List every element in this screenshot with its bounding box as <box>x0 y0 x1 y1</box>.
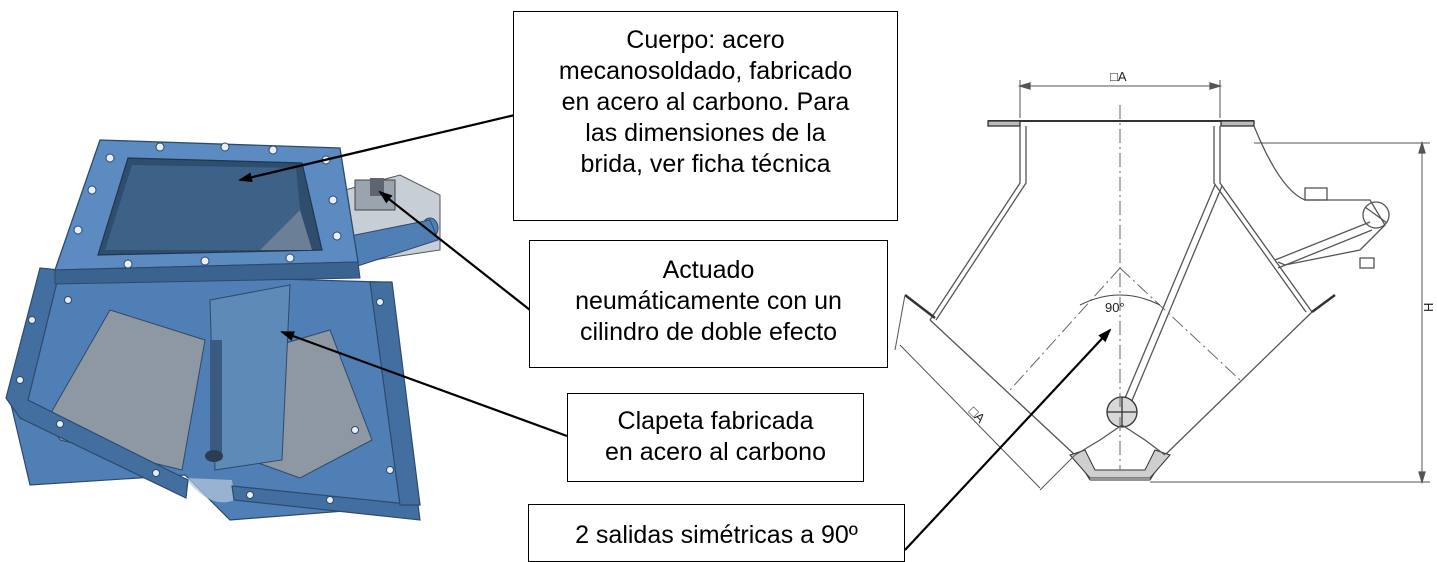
callout-actuator-line: neumáticamente con un <box>575 287 842 315</box>
callout-flap-line: en acero al carbono <box>605 438 826 466</box>
callout-flap-line: Clapeta fabricada <box>617 407 814 435</box>
callout-outlets-line: 2 salidas simétricas a 90º <box>575 521 858 549</box>
leader-flap <box>280 330 568 438</box>
callout-flap: Clapeta fabricada en acero al carbono <box>567 393 864 482</box>
callout-body: Cuerpo: acero mecanosoldado, fabricado e… <box>513 11 898 221</box>
dim-side-label: □A <box>966 404 989 427</box>
top-flange <box>54 139 361 285</box>
callout-outlets: 2 salidas simétricas a 90º <box>528 504 905 562</box>
callout-actuator: Actuado neumáticamente con un cilindro d… <box>529 240 888 368</box>
callout-body-line: mecanosoldado, fabricado <box>558 57 853 85</box>
callout-body-line: las dimensiones de la <box>585 119 826 147</box>
leader-lines <box>238 113 1112 551</box>
dim-height-label: H <box>1421 303 1436 312</box>
leader-actuator <box>378 190 531 311</box>
angle-label: 90° <box>1105 300 1125 315</box>
callout-actuator-line: cilindro de doble efecto <box>579 318 838 346</box>
valve-3d-model <box>5 139 441 521</box>
leader-outlets <box>904 328 1112 551</box>
callout-body-line: en acero al carbono. Para <box>561 88 850 116</box>
leader-body <box>238 113 516 183</box>
callout-body-line: brida, ver ficha técnica <box>580 150 831 178</box>
technical-drawing <box>894 80 1430 491</box>
dim-top-label: □A <box>1110 69 1127 84</box>
callout-body-line: Cuerpo: acero <box>626 26 785 54</box>
callout-actuator-line: Actuado <box>662 256 755 284</box>
